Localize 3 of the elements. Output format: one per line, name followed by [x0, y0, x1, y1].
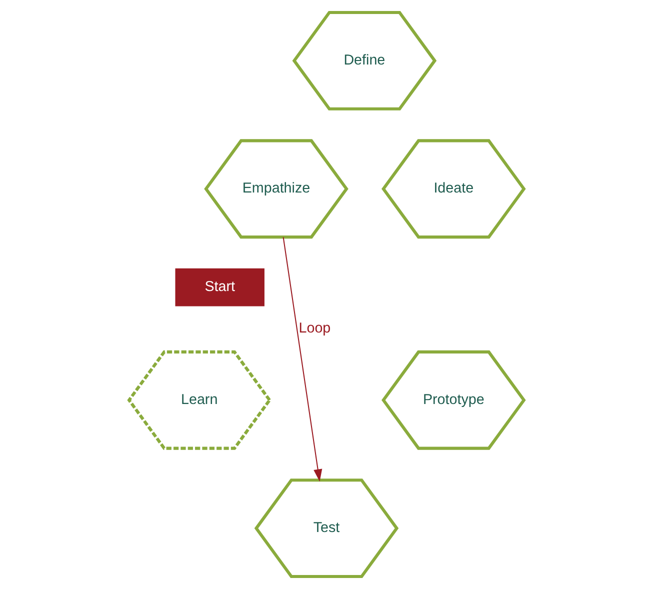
- edge-label: Loop: [298, 320, 330, 337]
- arrow: [282, 237, 322, 482]
- node-box: Start: [174, 268, 264, 306]
